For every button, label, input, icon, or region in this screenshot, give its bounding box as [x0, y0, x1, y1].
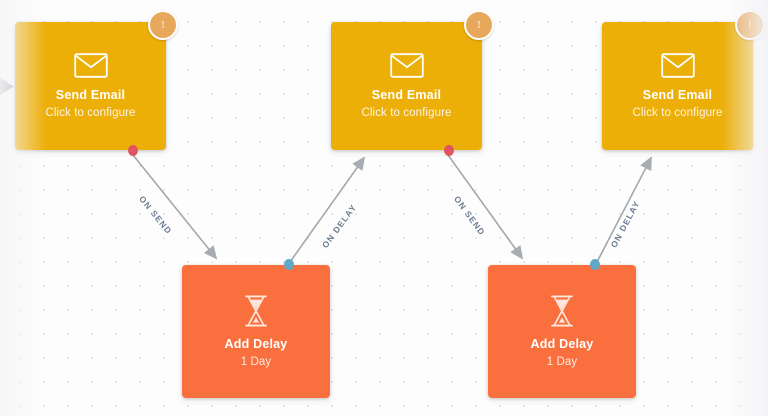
- node-send-email-1[interactable]: Send Email Click to configure !: [15, 10, 178, 150]
- node-subtitle: Click to configure: [361, 107, 452, 119]
- connector-on-send-2: [447, 154, 524, 260]
- envelope-icon: [73, 53, 108, 78]
- warning-badge-icon[interactable]: !: [464, 10, 494, 40]
- output-port-email-2[interactable]: [444, 145, 454, 156]
- envelope-icon: [389, 53, 424, 78]
- node-subtitle: 1 Day: [546, 356, 578, 368]
- warning-badge-icon[interactable]: !: [148, 10, 178, 40]
- node-title: Add Delay: [224, 337, 288, 351]
- connector-on-delay-2: [596, 156, 652, 263]
- workflow-entry-arrow: [0, 78, 14, 95]
- input-port-delay-1[interactable]: [284, 259, 294, 270]
- node-send-email-3[interactable]: Send Email Click to configure !: [602, 10, 765, 150]
- hourglass-icon: [549, 295, 575, 327]
- node-add-delay-1[interactable]: Add Delay 1 Day: [182, 265, 330, 398]
- exclamation-glyph: !: [161, 19, 165, 31]
- hourglass-icon: [243, 295, 269, 327]
- node-title: Add Delay: [530, 337, 594, 351]
- exclamation-glyph: !: [477, 19, 481, 31]
- node-title: Send Email: [642, 88, 713, 102]
- node-title: Send Email: [371, 88, 442, 102]
- output-port-email-1[interactable]: [128, 145, 138, 156]
- input-port-delay-2[interactable]: [590, 259, 600, 270]
- node-send-email-2[interactable]: Send Email Click to configure !: [331, 10, 494, 150]
- connector-on-delay-1: [289, 156, 366, 263]
- node-subtitle: 1 Day: [240, 356, 272, 368]
- node-subtitle: Click to configure: [632, 107, 723, 119]
- warning-badge-icon[interactable]: !: [735, 10, 765, 40]
- exclamation-glyph: !: [748, 19, 752, 31]
- node-title: Send Email: [55, 88, 126, 102]
- node-add-delay-2[interactable]: Add Delay 1 Day: [488, 265, 636, 398]
- envelope-icon: [660, 53, 695, 78]
- connector-on-send-1: [132, 154, 218, 260]
- node-subtitle: Click to configure: [45, 107, 136, 119]
